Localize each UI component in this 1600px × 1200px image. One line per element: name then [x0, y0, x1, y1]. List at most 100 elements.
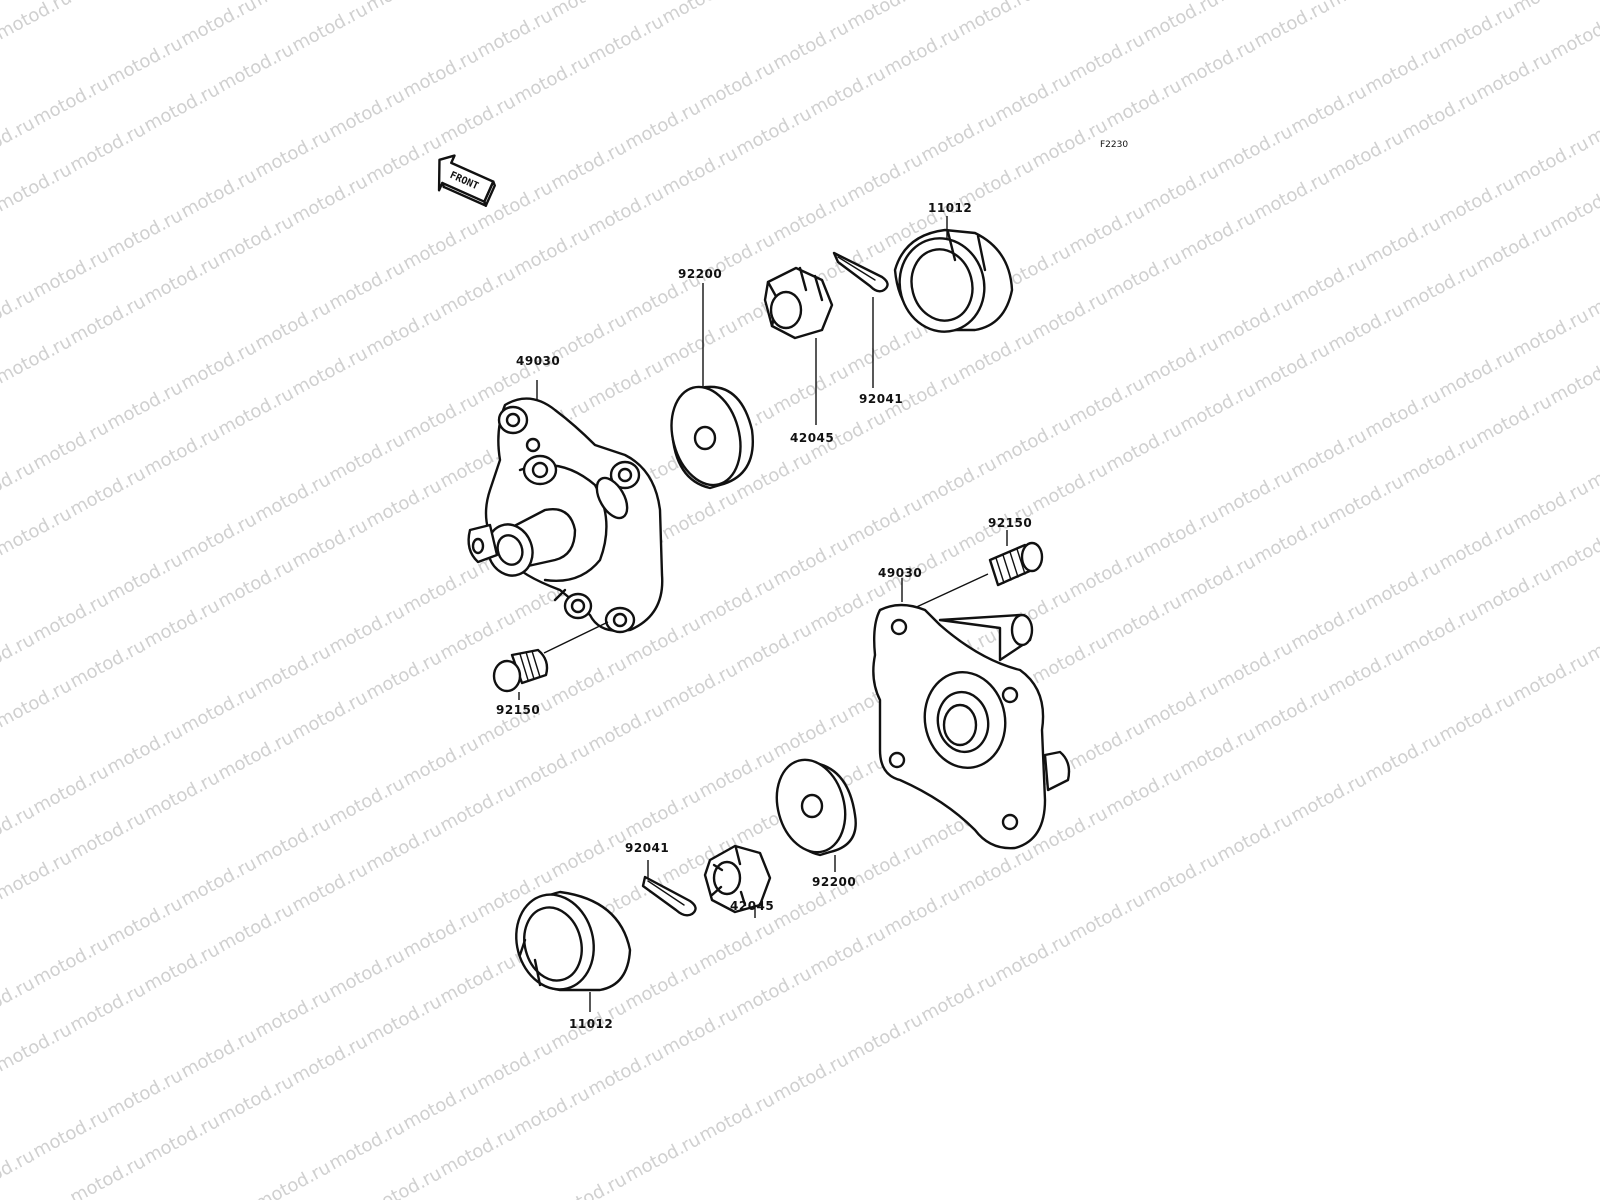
watermark-text: motod.ru [695, 917, 778, 974]
watermark-text: motod.ru [1398, 603, 1481, 660]
watermark-text: motod.ru [1509, 649, 1592, 706]
watermark-text: motod.ru [1065, 201, 1148, 258]
watermark-text: motod.ru [1139, 677, 1222, 734]
watermark-text: motod.ru [695, 1089, 778, 1146]
hub-49030-right [872, 603, 1071, 850]
washer-92200-bottom [775, 758, 857, 857]
watermark-text: motod.ru [436, 779, 519, 836]
bolt-92150-left [492, 648, 549, 693]
watermark-text: motod.ru [362, 131, 445, 188]
watermark-text: motod.ru [1287, 81, 1370, 138]
watermark-text: motod.ru [288, 1031, 371, 1088]
watermark-text: motod.ru [325, 601, 408, 658]
watermark-text: motod.ru [1546, 179, 1600, 236]
watermark-text: motod.ru [29, 933, 112, 990]
watermark-text: motod.ru [658, 315, 741, 372]
watermark-text: motod.ru [214, 555, 297, 612]
watermark-text: motod.ru [1102, 247, 1185, 304]
watermark-text: motod.ru [1102, 763, 1185, 820]
watermark-text: motod.ru [1546, 351, 1600, 408]
label-cap-bottom: 11012 [569, 1017, 613, 1031]
watermark-text: motod.ru [66, 463, 149, 520]
watermark-text: motod.ru [177, 0, 260, 50]
watermark-text: motod.ru [288, 0, 371, 56]
watermark-text: motod.ru [547, 137, 630, 194]
watermark-text: motod.ru [695, 745, 778, 802]
watermark-text: motod.ru [0, 1019, 75, 1076]
watermark-text: motod.ru [0, 1145, 38, 1200]
bolt-92150-right [988, 541, 1044, 587]
watermark-text: motod.ru [436, 607, 519, 664]
label-nut-bottom: 42045 [730, 899, 774, 913]
watermark-text: motod.ru [547, 0, 630, 22]
watermark-text: motod.ru [251, 297, 334, 354]
watermark-text: motod.ru [954, 0, 1037, 40]
watermark-text: motod.ru [1472, 219, 1555, 276]
watermark-text: motod.ru [621, 97, 704, 154]
watermark-text: motod.ru [362, 475, 445, 532]
label-washer-bottom: 92200 [812, 875, 856, 889]
watermark-text: motod.ru [0, 159, 75, 216]
watermark-text: motod.ru [0, 973, 38, 1030]
watermark-text: motod.ru [880, 23, 963, 80]
watermark-text: motod.ru [1250, 683, 1333, 740]
watermark-text: motod.ru [177, 509, 260, 566]
watermark-text: motod.ru [1213, 293, 1296, 350]
watermark-text: motod.ru [362, 0, 445, 16]
watermark-text: motod.ru [0, 801, 38, 858]
watermark-text: motod.ru [1176, 379, 1259, 436]
watermark-text: motod.ru [584, 355, 667, 412]
watermark-text: motod.ru [251, 125, 334, 182]
watermark-text: motod.ru [806, 63, 889, 120]
watermark-text: motod.ru [288, 343, 371, 400]
watermark-text: motod.ru [1435, 689, 1518, 746]
watermark-text: motod.ru [1213, 637, 1296, 694]
watermark-text: motod.ru [1287, 769, 1370, 826]
watermark-text: motod.ru [547, 825, 630, 882]
watermark-text: motod.ru [251, 813, 334, 870]
watermark-text: motod.ru [547, 653, 630, 710]
watermark-text: motod.ru [1546, 523, 1600, 580]
watermark-text: motod.ru [473, 5, 556, 62]
watermark-text: motod.ru [1398, 87, 1481, 144]
watermark-text: motod.ru [1509, 0, 1592, 18]
leader-bolt-right-axis [909, 573, 989, 611]
watermark-text: motod.ru [1176, 207, 1259, 264]
watermark-text: motod.ru [66, 807, 149, 864]
watermark-text: motod.ru [917, 109, 1000, 166]
cotter-pin-92041-top [832, 251, 889, 293]
watermark-text: motod.ru [177, 337, 260, 394]
watermark-text: motod.ru [325, 945, 408, 1002]
watermark-text: motod.ru [1176, 35, 1259, 92]
watermark-text: motod.ru [1065, 889, 1148, 946]
watermark-text: motod.ru [251, 0, 334, 10]
watermark-text: motod.ru [1065, 545, 1148, 602]
label-hub-right: 49030 [878, 566, 922, 580]
label-hub-left: 49030 [516, 354, 560, 368]
watermark-text: motod.ru [510, 739, 593, 796]
label-pin-bottom: 92041 [625, 841, 669, 855]
watermark-text: motod.ru [140, 595, 223, 652]
watermark-text: motod.ru [436, 951, 519, 1008]
label-nut-top: 42045 [790, 431, 834, 445]
watermark-text: motod.ru [1546, 7, 1600, 64]
watermark-text: motod.ru [251, 985, 334, 1042]
watermark-text: motod.ru [140, 767, 223, 824]
watermark-text: motod.ru [584, 699, 667, 756]
watermark-text: motod.ru [1472, 391, 1555, 448]
watermark-text: motod.ru [1361, 557, 1444, 614]
leader-bolt-left-axis [543, 621, 609, 654]
watermark-text: motod.ru [362, 647, 445, 704]
watermark-text: motod.ru [843, 493, 926, 550]
watermark-text: motod.ru [1509, 477, 1592, 534]
watermark-text: motod.ru [103, 205, 186, 262]
watermark-text: motod.ru [621, 957, 704, 1014]
watermark-text: motod.ru [362, 303, 445, 360]
watermark-text: motod.ru [0, 113, 38, 170]
watermark-text: motod.ru [399, 561, 482, 618]
watermark-text: motod.ru [436, 91, 519, 148]
diagram-code: F2230 [1100, 140, 1128, 150]
watermark-text: motod.ru [66, 119, 149, 176]
watermark-text: motod.ru [1213, 465, 1296, 522]
